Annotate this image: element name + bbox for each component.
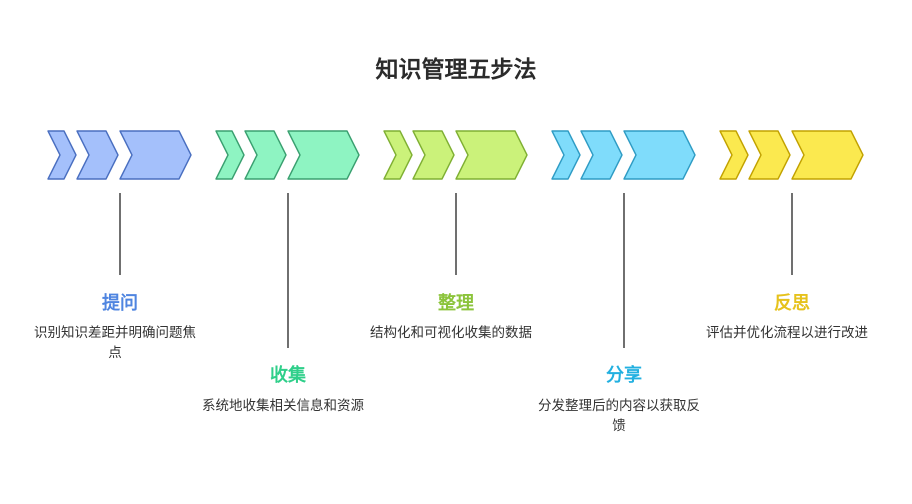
step-3-chevron-large-icon [455, 130, 528, 180]
step-3-label: 整理 [438, 293, 474, 314]
step-3-description: 结构化和可视化收集的数据 [370, 325, 532, 341]
step-4-chevron-small-icon [551, 130, 581, 180]
step-4-chevron-large-icon [623, 130, 696, 180]
step-1-chevrons [47, 130, 192, 180]
step-1-chevron-medium-icon [76, 130, 119, 180]
step-2-description: 系统地收集相关信息和资源 [202, 398, 364, 414]
step-5-chevrons [719, 130, 864, 180]
step-1-description: 识别知识差距并明确问题焦点 [34, 325, 196, 361]
diagram-title: 知识管理五步法 [375, 57, 537, 83]
step-5-description: 评估并优化流程以进行改进 [706, 325, 868, 341]
step-3-chevrons [383, 130, 528, 180]
step-2-chevron-small-icon [215, 130, 245, 180]
step-3-chevron-small-icon [383, 130, 413, 180]
step-1-chevron-small-icon [47, 130, 77, 180]
step-3-chevron-medium-icon [412, 130, 455, 180]
step-4-chevrons [551, 130, 696, 180]
step-5-chevron-small-icon [719, 130, 749, 180]
step-5-chevron-large-icon [791, 130, 864, 180]
step-2-chevron-large-icon [287, 130, 360, 180]
step-4-label: 分享 [606, 365, 642, 386]
step-2-chevron-medium-icon [244, 130, 287, 180]
step-4-chevron-medium-icon [580, 130, 623, 180]
step-5-label: 反思 [774, 293, 810, 314]
step-5-chevron-medium-icon [748, 130, 791, 180]
step-1-label: 提问 [102, 293, 138, 314]
step-2-chevrons [215, 130, 360, 180]
step-2-label: 收集 [270, 365, 306, 386]
step-1-chevron-large-icon [119, 130, 192, 180]
step-4-description: 分发整理后的内容以获取反馈 [538, 398, 700, 434]
